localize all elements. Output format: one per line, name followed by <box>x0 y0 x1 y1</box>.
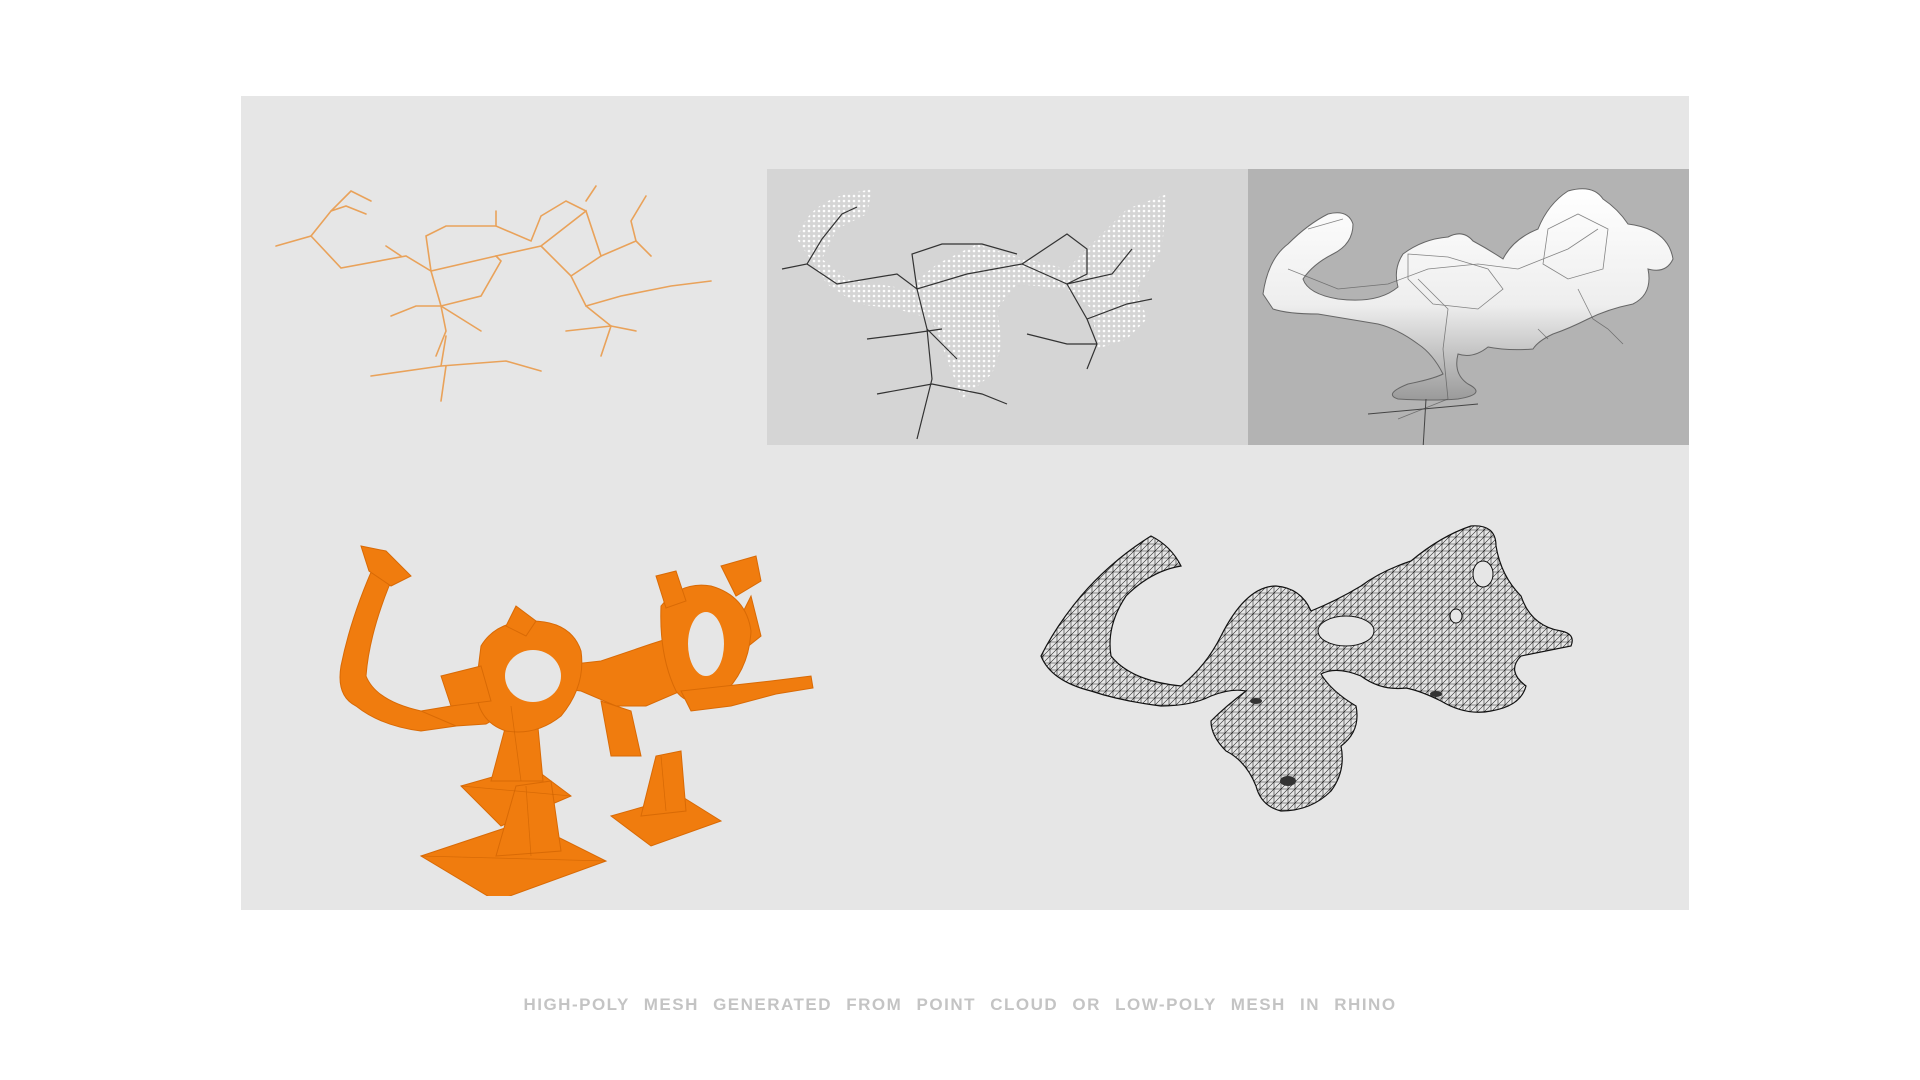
line-skeleton-panel <box>241 156 766 444</box>
low-poly-mesh-drawing <box>1262 188 1674 445</box>
high-poly-wireframe-drawing <box>1040 525 1573 812</box>
orange-mesh-panel <box>281 526 901 896</box>
point-cloud-drawing <box>781 189 1167 440</box>
low-poly-mesh-panel <box>1248 169 1689 445</box>
caption-text: HIGH-POLY MESH GENERATED FROM POINT CLOU… <box>523 995 1397 1014</box>
point-cloud-panel <box>767 169 1250 445</box>
orange-mesh-drawing <box>339 545 814 896</box>
high-poly-wireframe-panel <box>1001 516 1651 896</box>
line-skeleton-drawing <box>275 185 712 402</box>
diagram-board <box>241 96 1689 910</box>
